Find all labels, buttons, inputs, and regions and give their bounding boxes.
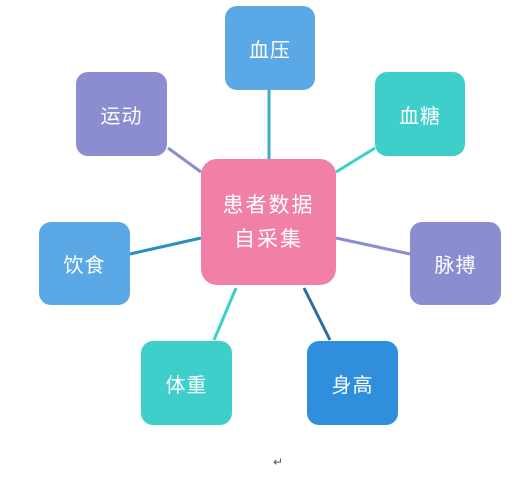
node-exercise: 运动 <box>76 72 167 156</box>
center-label-line2: 自采集 <box>234 227 303 251</box>
connector-pulse <box>335 236 411 256</box>
node-label: 饮食 <box>63 253 106 277</box>
node-diet: 饮食 <box>39 222 130 305</box>
node-weight: 体重 <box>141 341 232 425</box>
node-label: 血糖 <box>399 103 441 128</box>
center-label-line1: 患者数据 <box>222 193 315 217</box>
node-blood-sugar: 血糖 <box>375 72 465 156</box>
node-pulse: 脉搏 <box>410 222 501 305</box>
connector-weight <box>212 287 238 341</box>
node-label: 血压 <box>249 37 291 62</box>
connector-height <box>302 287 332 341</box>
node-label: 身高 <box>331 372 374 397</box>
paragraph-mark-icon: ↵ <box>273 455 284 469</box>
node-height: 身高 <box>307 341 398 425</box>
node-blood-pressure: 血压 <box>225 6 315 90</box>
connector-blood-sugar <box>335 146 376 174</box>
node-label: 体重 <box>165 372 208 397</box>
connector-exercise <box>167 146 202 174</box>
node-label: 脉搏 <box>434 253 477 277</box>
connector-diet <box>129 236 202 256</box>
center-node: 患者数据 自采集 <box>201 159 336 285</box>
node-label: 运动 <box>100 103 143 128</box>
